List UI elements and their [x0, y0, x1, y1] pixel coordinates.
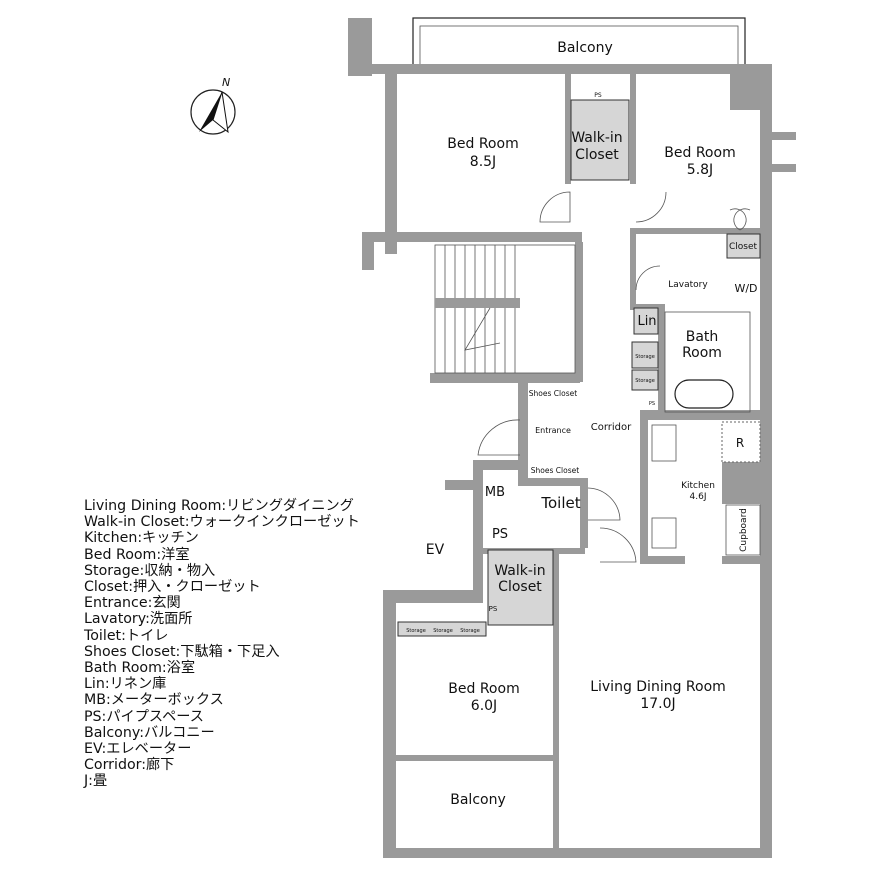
label-toilet: Toilet	[540, 494, 580, 512]
legend-item: Bath Room:浴室	[84, 660, 196, 677]
legend: Living Dining Room:リビングダイニング Walk-in Clo…	[84, 498, 360, 790]
legend-item: Kitchen:キッチン	[84, 530, 199, 547]
doors	[477, 191, 751, 563]
label-bed-room-60: Bed Room	[448, 681, 519, 697]
legend-item: MB:メーターボックス	[84, 692, 224, 709]
label-bath-2: Room	[682, 345, 722, 361]
label-storage-row-1: Storage	[406, 628, 426, 634]
stairs	[434, 244, 576, 374]
legend-item: Closet:押入・クローゼット	[84, 579, 261, 596]
legend-item: Entrance:玄関	[84, 595, 181, 612]
compass-icon: N	[190, 76, 236, 135]
label-bed-room-58-size: 5.8J	[687, 162, 713, 178]
label-ev: EV	[426, 542, 445, 558]
label-walkin-bottom-1: Walk-in	[494, 563, 545, 579]
legend-item: Corridor:廊下	[84, 757, 175, 774]
label-storage-2: Storage	[635, 378, 655, 384]
label-balcony-top: Balcony	[557, 40, 613, 56]
legend-item: Storage:収納・物入	[84, 562, 216, 579]
label-living: Living Dining Room	[590, 679, 726, 695]
label-shoes-closet-top: Shoes Closet	[529, 389, 577, 398]
label-closet: Closet	[729, 242, 758, 252]
label-storage-row-2: Storage	[433, 628, 453, 634]
label-kitchen: Kitchen	[681, 481, 715, 491]
legend-item: Toilet:トイレ	[84, 627, 169, 644]
legend-item: J:畳	[84, 773, 108, 790]
label-bed-room-85-size: 8.5J	[470, 154, 496, 170]
walk-in-closet-top	[570, 99, 630, 181]
label-ps-top: PS	[594, 92, 602, 99]
label-storage-row-3: Storage	[460, 628, 480, 634]
label-walkin-top-1: Walk-in	[571, 130, 622, 146]
label-corridor: Corridor	[591, 422, 632, 433]
label-mb: MB	[485, 485, 505, 500]
label-shoes-closet-bottom: Shoes Closet	[531, 466, 579, 475]
legend-item: Shoes Closet:下駄箱・下足入	[84, 643, 280, 660]
legend-item: PS:パイプスペース	[84, 708, 204, 725]
walk-in-closet-bottom	[487, 549, 554, 626]
label-walkin-bottom-2: Closet	[498, 579, 542, 595]
legend-item: Walk-in Closet:ウォークインクローゼット	[84, 514, 360, 531]
label-lin: Lin	[637, 314, 656, 329]
label-ps-bath: PS	[649, 401, 655, 407]
legend-item: Living Dining Room:リビングダイニング	[84, 498, 354, 514]
legend-item: Lavatory:洗面所	[84, 611, 193, 628]
label-lavatory: Lavatory	[668, 280, 708, 290]
label-walkin-top-2: Closet	[575, 147, 619, 163]
label-cupboard: Cupboard	[739, 508, 749, 552]
north-label: N	[222, 76, 230, 89]
legend-item: EV:エレベーター	[84, 741, 192, 758]
label-kitchen-size: 4.6J	[690, 492, 707, 502]
label-bed-room-60-size: 6.0J	[471, 698, 497, 714]
label-bed-room-85: Bed Room	[447, 136, 518, 152]
label-wd: W/D	[734, 282, 757, 295]
label-ps-bottom: PS	[489, 605, 498, 613]
label-storage-1: Storage	[635, 354, 655, 360]
legend-item: Balcony:バルコニー	[84, 724, 215, 741]
label-entrance: Entrance	[535, 426, 571, 435]
label-living-size: 17.0J	[640, 696, 675, 712]
legend-item: Bed Room:洋室	[84, 546, 190, 563]
label-ps-mid: PS	[492, 527, 508, 542]
label-bath-1: Bath	[686, 329, 719, 345]
legend-item: Lin:リネン庫	[84, 676, 167, 693]
label-bed-room-58: Bed Room	[664, 145, 735, 161]
label-balcony-bottom: Balcony	[450, 792, 506, 808]
label-r: R	[736, 436, 744, 450]
